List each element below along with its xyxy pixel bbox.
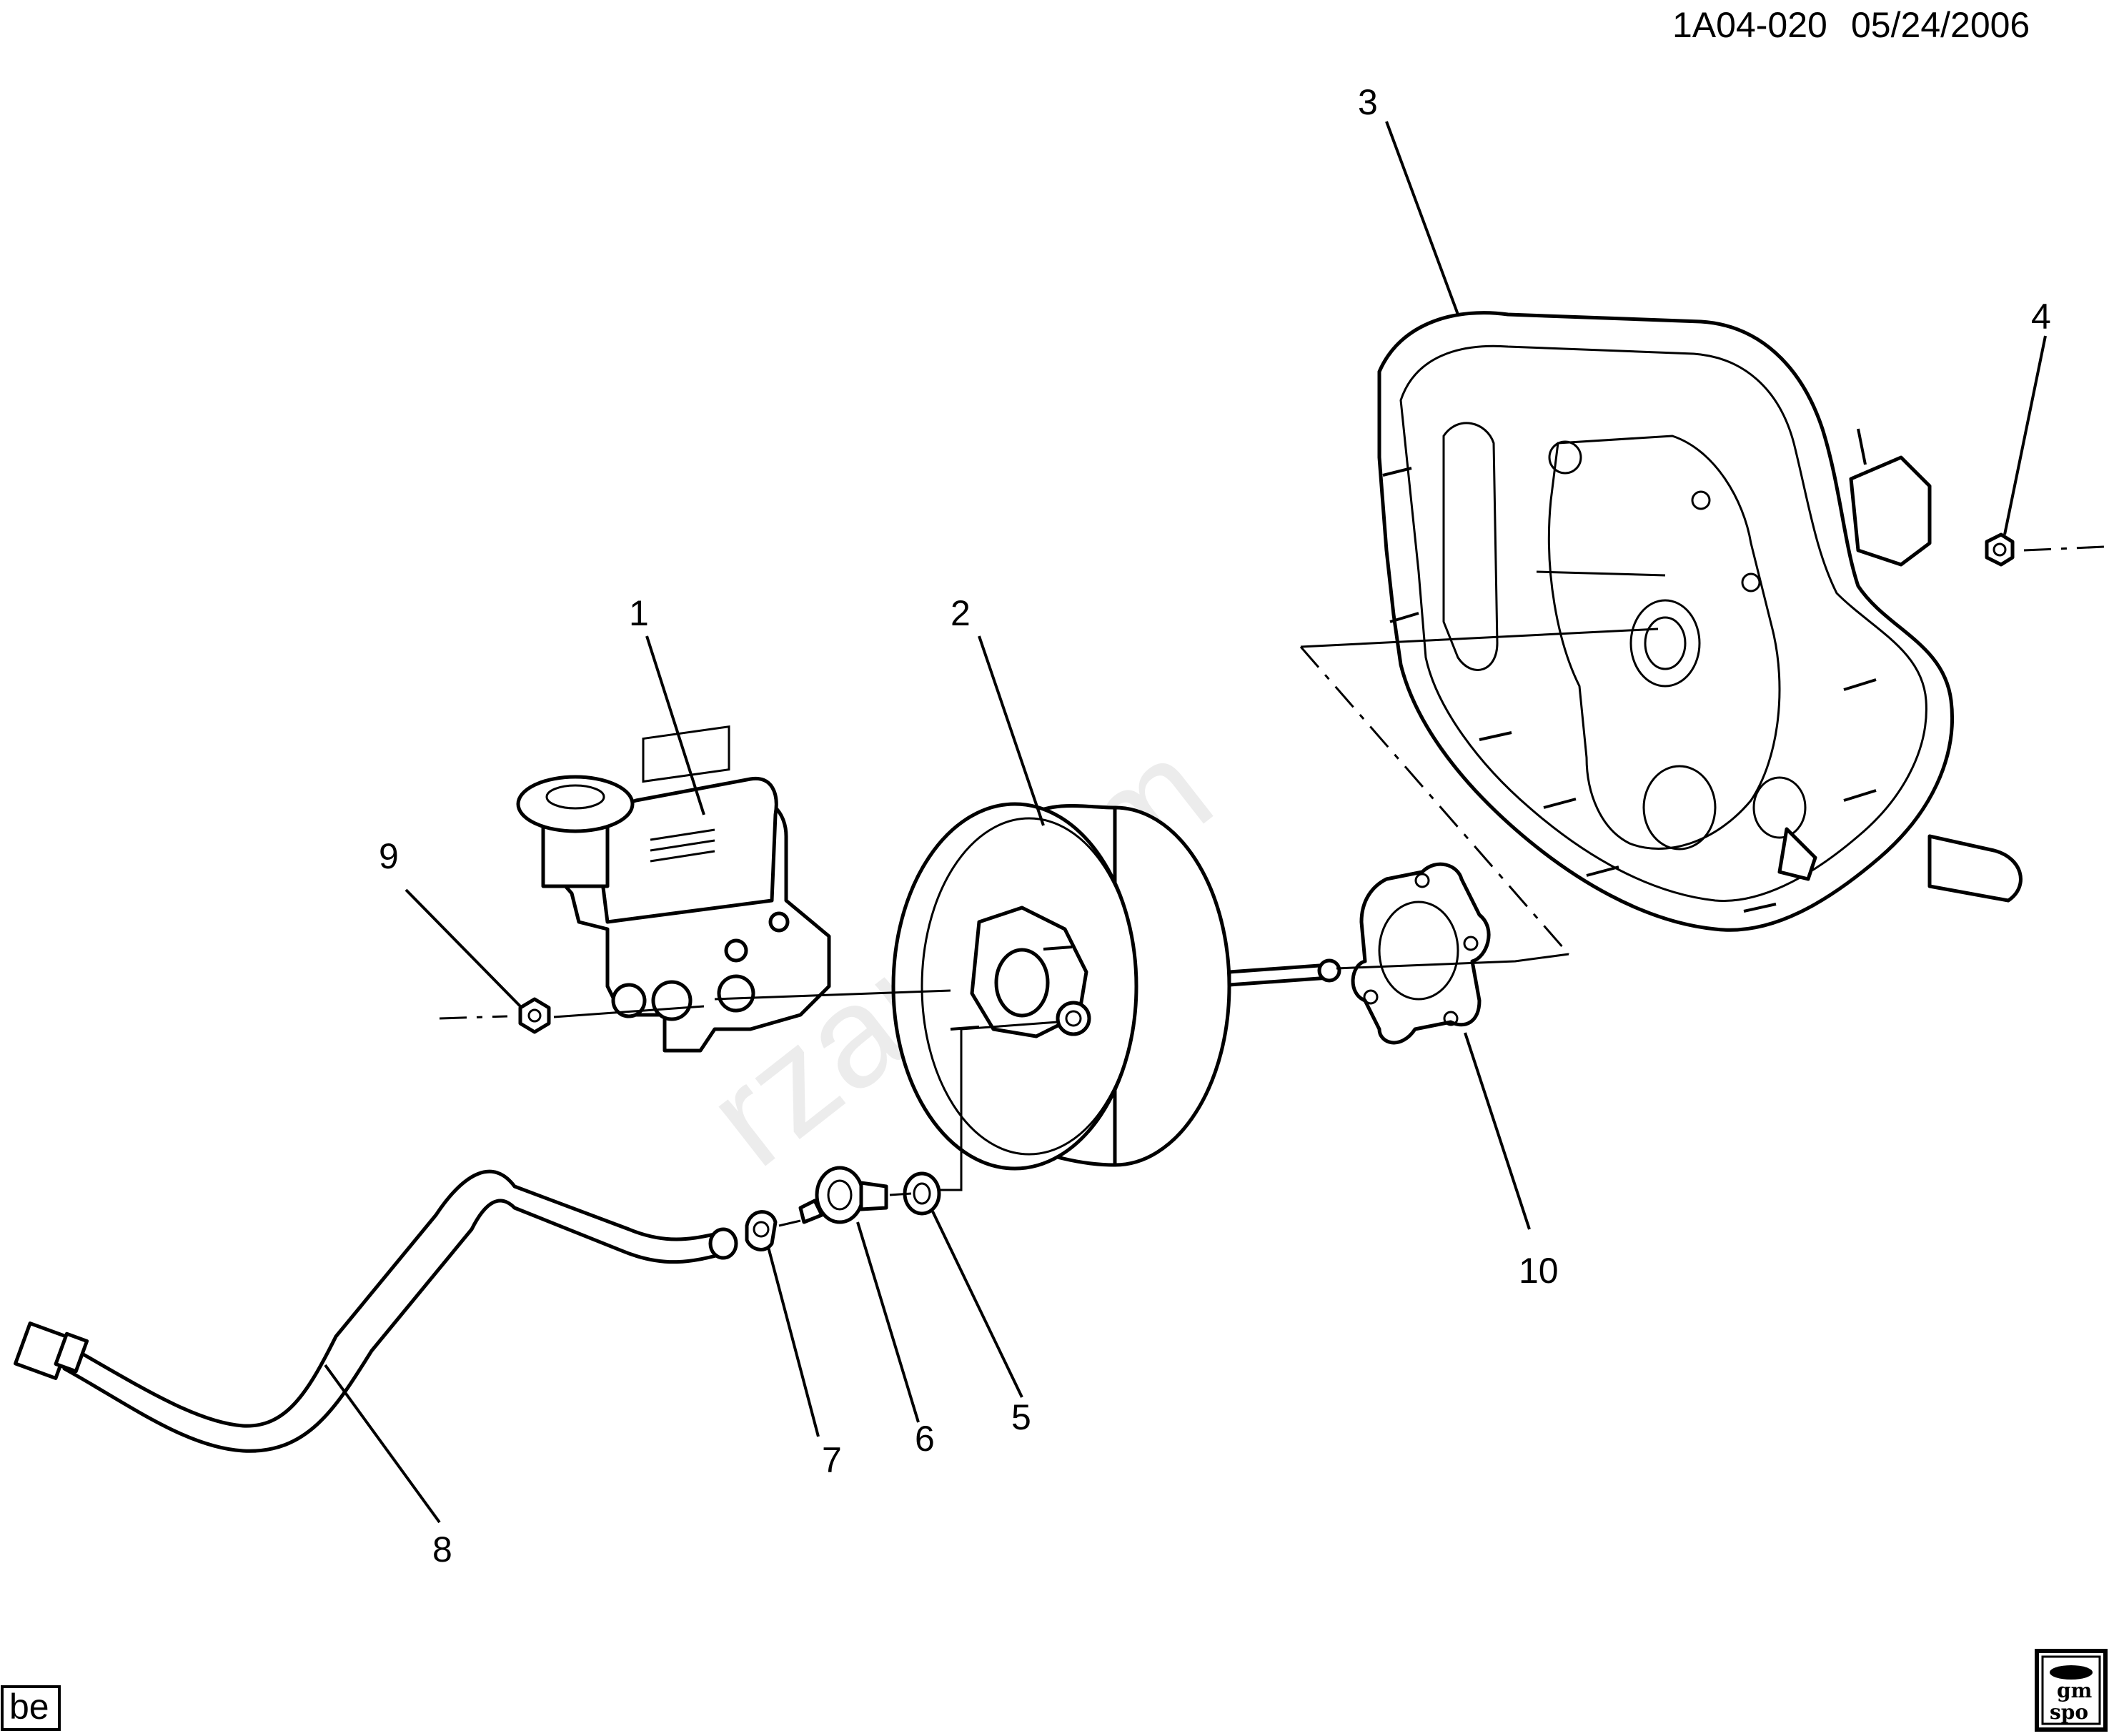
diagram-date: 05/24/2006	[1851, 5, 2030, 45]
callout-7: 7	[822, 1440, 842, 1480]
callout-2: 2	[951, 593, 971, 633]
gm-spo-logo: gm spo	[2035, 1649, 2108, 1732]
check-valve-6	[798, 1166, 888, 1224]
dash-panel-plate	[1377, 311, 2023, 932]
guide-6	[889, 1192, 912, 1196]
guide-9	[553, 1005, 705, 1018]
vacuum-hose	[14, 1169, 738, 1453]
callout-9: 9	[379, 836, 399, 876]
corner-tag: be	[1, 1685, 61, 1731]
nut-4	[1985, 532, 2015, 567]
guide-booster-to-panel	[1336, 953, 1569, 970]
guide-bore-upper	[1536, 570, 1666, 577]
guide-7	[778, 1219, 801, 1227]
callout-8: 8	[432, 1529, 452, 1569]
logo-line2: spo	[2050, 1700, 2088, 1724]
callout-1: 1	[629, 593, 649, 633]
guide-2-stud	[714, 989, 951, 1001]
callout-4: 4	[2031, 297, 2051, 337]
nut-9	[518, 997, 551, 1034]
centerline-9	[439, 1015, 508, 1020]
guide-5	[940, 1021, 1058, 1191]
brake-booster	[891, 802, 1341, 1171]
grommet-5	[903, 1171, 941, 1216]
centerline-booster	[1299, 646, 1570, 955]
callout-3: 3	[1358, 82, 1378, 122]
master-cylinder	[516, 725, 831, 1053]
corner-tag-text: be	[9, 1687, 49, 1727]
leader-lines	[324, 121, 2047, 1524]
logo-line1: gm	[2057, 1679, 2092, 1702]
guide-bore-top	[1300, 628, 1659, 648]
callout-5: 5	[1011, 1397, 1031, 1437]
clamp-7	[745, 1210, 778, 1251]
diagram-id: 1A04-020	[1672, 5, 1827, 45]
callout-10: 10	[1519, 1251, 1559, 1291]
gasket	[1351, 862, 1491, 1045]
callout-6: 6	[915, 1419, 935, 1459]
centerline-4	[2023, 545, 2105, 552]
